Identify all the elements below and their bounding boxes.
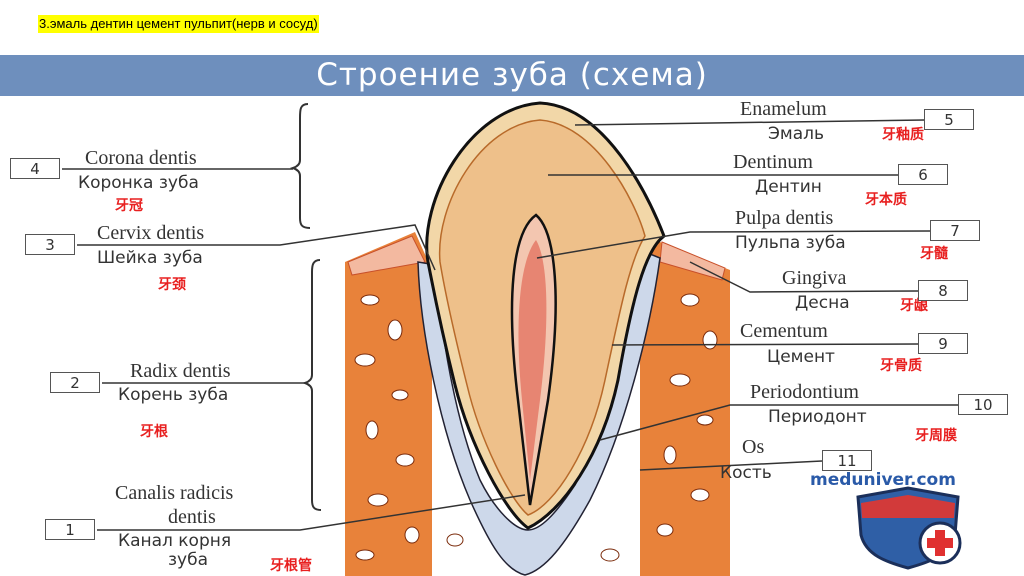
label-cementum-russian: Цемент [767, 347, 835, 367]
label-root-chinese: 牙根 [140, 424, 168, 440]
number-box-7: 7 [930, 220, 980, 241]
meduniver-logo-icon [856, 486, 962, 570]
label-bone-latin: Os [742, 436, 765, 458]
periodontium [417, 248, 661, 576]
label-gingiva-russian: Десна [795, 293, 850, 313]
number-box-8: 8 [918, 280, 968, 301]
label-periodontium-russian: Периодонт [768, 407, 867, 427]
label-root-russian: Корень зуба [118, 385, 229, 405]
label-cementum-latin: Cementum [740, 320, 828, 342]
label-root-latin: Radix dentis [130, 360, 231, 382]
label-cementum-chinese: 牙骨质 [880, 358, 922, 374]
root-bracket [301, 259, 322, 511]
number-box-4: 4 [10, 158, 60, 179]
label-cervix-chinese: 牙颈 [158, 277, 186, 293]
leader-lines [62, 119, 958, 531]
label-dentin-russian: Дентин [755, 177, 822, 197]
highlighted-note: 3.эмаль дентин цемент пульпит(нерв и сос… [38, 15, 319, 33]
label-enamel-russian: Эмаль [768, 124, 824, 144]
label-canal-chinese: 牙根管 [270, 558, 312, 574]
label-bone-russian: Кость [720, 463, 772, 483]
number-box-9: 9 [918, 333, 968, 354]
number-box-10: 10 [958, 394, 1008, 415]
label-pulp-latin: Pulpa dentis [735, 207, 834, 229]
label-crown-latin: Corona dentis [85, 147, 197, 169]
label-periodontium-chinese: 牙周膜 [915, 428, 957, 444]
label-crown-russian: Коронка зуба [78, 173, 199, 193]
number-box-2: 2 [50, 372, 100, 393]
number-box-11: 11 [822, 450, 872, 471]
label-canal-russian-line2: зуба [168, 550, 209, 570]
number-box-5: 5 [924, 109, 974, 130]
label-canal-latin-line1: Canalis radicis [115, 482, 234, 504]
label-gingiva-latin: Gingiva [782, 267, 847, 289]
label-gingiva-chinese: 牙龈 [900, 298, 928, 314]
label-cervix-latin: Cervix dentis [97, 222, 205, 244]
label-pulp-russian: Пульпа зуба [735, 233, 846, 253]
slide-title: Строение зуба (схема) [316, 57, 708, 93]
label-canal-latin-line2: dentis [168, 506, 216, 528]
label-dentin-chinese: 牙本质 [865, 192, 907, 208]
label-crown-chinese: 牙冠 [115, 198, 143, 214]
label-pulp-chinese: 牙髓 [920, 246, 948, 262]
number-box-6: 6 [898, 164, 948, 185]
number-box-3: 3 [25, 234, 75, 255]
label-dentin-latin: Dentinum [733, 151, 813, 173]
bone-tissue [345, 232, 730, 576]
title-banner: Строение зуба (схема) [0, 55, 1024, 96]
label-enamel-latin: Enamelum [740, 98, 827, 120]
label-periodontium-latin: Periodontium [750, 381, 859, 403]
label-enamel-chinese: 牙釉质 [882, 127, 924, 143]
label-canal-russian-line1: Канал корня [118, 531, 232, 551]
number-box-1: 1 [45, 519, 95, 540]
crown-bracket [289, 103, 311, 229]
label-cervix-russian: Шейка зуба [97, 248, 203, 268]
site-watermark: meduniver.com [810, 470, 956, 490]
